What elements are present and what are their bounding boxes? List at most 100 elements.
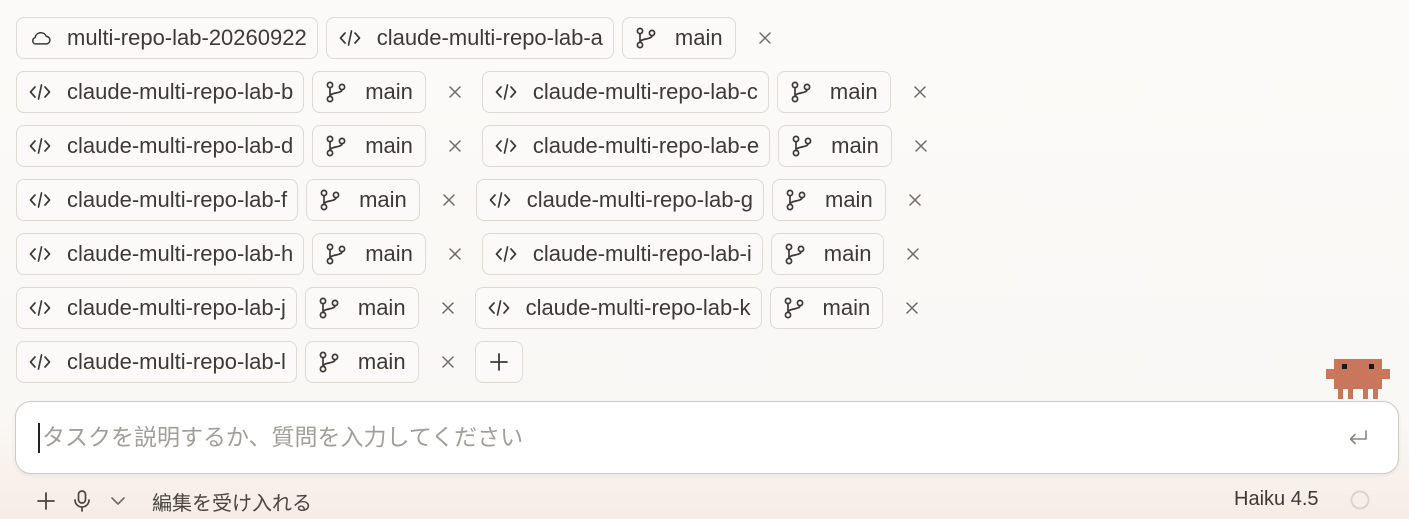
code-icon [339,27,361,49]
branch-chip[interactable]: main [769,287,884,329]
repo-chip[interactable]: claude-multi-repo-lab-i [481,233,763,275]
branch-chip[interactable]: main [776,71,891,113]
repo-name: claude-multi-repo-lab-a [376,25,603,50]
branch-chip[interactable]: main [312,71,426,113]
repo-name: claude-multi-repo-lab-l [67,349,286,374]
code-icon [489,189,511,211]
mode-dropdown-button[interactable] [106,489,130,513]
remove-repo-button[interactable] [444,81,466,103]
add-attachment-button[interactable] [34,489,58,513]
branch-chip[interactable]: main [312,233,426,275]
remove-repo-button[interactable] [909,81,931,103]
remove-repo-button[interactable] [444,135,466,157]
chip-row: claude-multi-repo-lab-l main [16,340,1016,384]
chip-row: multi-repo-lab-20260922 claude-multi-rep… [16,16,1016,60]
repo-name: claude-multi-repo-lab-c [532,79,758,104]
repo-chip[interactable]: claude-multi-repo-lab-b [16,71,305,113]
repo-chip[interactable]: claude-multi-repo-lab-a [325,17,614,59]
repo-chip[interactable]: claude-multi-repo-lab-c [481,71,769,113]
model-selector[interactable]: Haiku 4.5 [1234,488,1319,510]
chip-row: claude-multi-repo-lab-h main claude-mult… [16,232,1016,276]
git-branch-icon [790,81,812,103]
branch-name: main [365,79,413,104]
close-icon [907,248,920,260]
enter-icon [1349,429,1367,444]
git-branch-icon [785,189,807,211]
repo-chip[interactable]: claude-multi-repo-lab-j [16,287,297,329]
repo-chip[interactable]: claude-multi-repo-lab-k [474,287,762,329]
close-icon [449,248,461,260]
branch-name: main [357,295,406,320]
repo-name: claude-multi-repo-lab-d [67,133,294,158]
chip-row: claude-multi-repo-lab-f main claude-mult… [16,178,1016,222]
close-icon [915,140,927,152]
code-icon [29,351,51,373]
repo-chip[interactable]: claude-multi-repo-lab-l [16,341,297,383]
environment-label: multi-repo-lab-20260922 [67,25,307,50]
remove-repo-button[interactable] [910,135,932,157]
branch-name: main [823,241,872,266]
environment-chip[interactable]: multi-repo-lab-20260922 [16,17,318,59]
branch-chip[interactable]: main [306,179,420,221]
composer-toolbar: 編集を受け入れる [34,485,1409,517]
remove-repo-button[interactable] [437,297,459,319]
text-cursor [38,423,40,453]
remove-repo-button[interactable] [904,189,926,211]
branch-chip[interactable]: main [772,179,886,221]
repo-chip[interactable]: claude-multi-repo-lab-f [16,179,299,221]
branch-chip[interactable]: main [770,233,885,275]
code-icon [495,243,517,265]
remove-repo-button[interactable] [754,27,776,49]
git-branch-icon [319,189,341,211]
close-icon [449,140,461,152]
git-branch-icon [318,351,340,373]
branch-chip[interactable]: main [778,125,892,167]
branch-chip[interactable]: main [621,17,736,59]
repo-chip[interactable]: claude-multi-repo-lab-e [481,125,771,167]
code-icon [29,243,51,265]
task-input[interactable] [40,423,1344,452]
branch-name: main [365,241,413,266]
mascot-icon [1326,359,1390,399]
repo-chip[interactable]: claude-multi-repo-lab-g [475,179,764,221]
repo-chip[interactable]: claude-multi-repo-lab-d [16,125,305,167]
repo-name: claude-multi-repo-lab-k [525,295,751,320]
code-icon [29,189,51,211]
git-branch-icon [784,243,806,265]
remove-repo-button[interactable] [437,351,459,373]
branch-name: main [829,79,878,104]
plus-icon [489,353,508,371]
close-icon [441,356,454,368]
edit-mode-label[interactable]: 編集を受け入れる [152,490,312,515]
branch-chip[interactable]: main [304,341,419,383]
code-icon [488,297,510,319]
context-usage-icon [1350,490,1370,510]
close-icon [441,302,454,314]
repo-name: claude-multi-repo-lab-i [532,241,752,266]
branch-chip[interactable]: main [312,125,426,167]
close-icon [443,194,455,206]
plus-icon [37,492,55,510]
branch-name: main [831,133,879,158]
repo-chip[interactable]: claude-multi-repo-lab-h [16,233,305,275]
git-branch-icon [325,135,347,157]
git-branch-icon [318,297,340,319]
branch-name: main [359,187,407,212]
code-icon [29,135,51,157]
add-repository-button[interactable] [474,341,523,383]
remove-repo-button[interactable] [438,189,460,211]
branch-chip[interactable]: main [304,287,419,329]
chip-row: claude-multi-repo-lab-b main claude-mult… [16,70,1016,114]
repo-name: claude-multi-repo-lab-e [532,133,760,158]
chevron-down-icon [111,497,125,505]
chip-row: claude-multi-repo-lab-j main claude-mult… [16,286,1016,330]
repo-name: claude-multi-repo-lab-b [67,79,294,104]
voice-input-button[interactable] [70,489,94,513]
submit-button[interactable] [1344,424,1372,452]
code-icon [495,135,517,157]
branch-name: main [674,25,723,50]
close-icon [913,86,926,98]
remove-repo-button[interactable] [444,243,466,265]
remove-repo-button[interactable] [902,243,924,265]
remove-repo-button[interactable] [901,297,923,319]
